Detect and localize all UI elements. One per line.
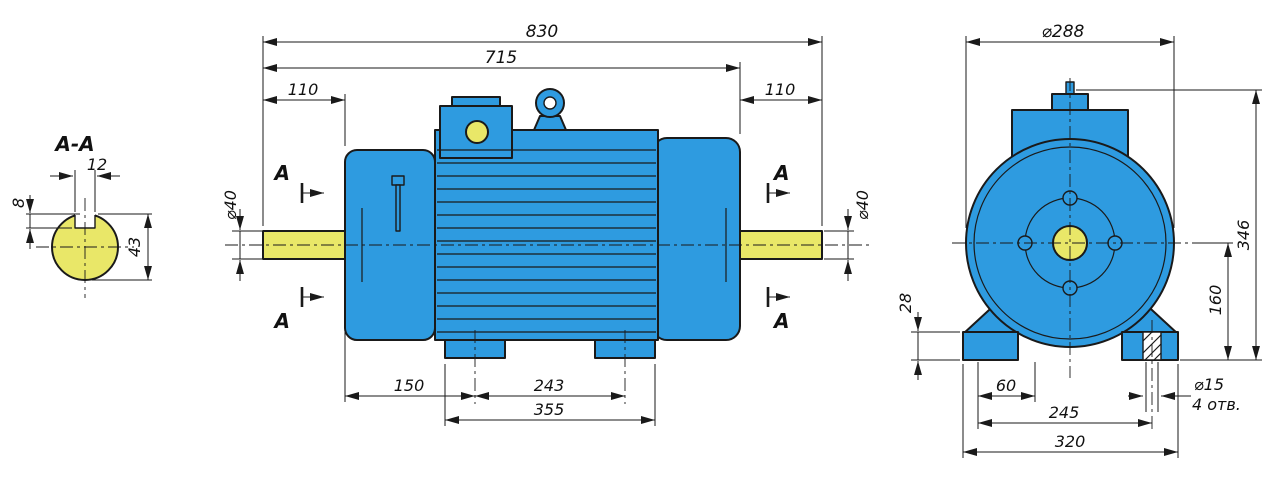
section-view-aa: A-A 12 8 43 xyxy=(9,132,152,298)
side-view: A A A A 830 715 110 110 ⌀40 ⌀40 150 243 … xyxy=(221,22,872,426)
dim-axis-height-label: 160 xyxy=(1206,285,1225,316)
cable-gland xyxy=(465,120,489,144)
dim-length-to-face-label: 715 xyxy=(485,48,517,68)
fin-housing xyxy=(434,129,659,341)
dim-key-width-label: 12 xyxy=(87,155,107,174)
eyebolt-hole xyxy=(543,96,557,110)
dim-shaft-ext-right-label: 110 xyxy=(765,80,796,99)
dim-key-depth-label: 8 xyxy=(9,198,28,208)
dim-base-width-label: 320 xyxy=(1055,432,1086,451)
keyway-cutout xyxy=(75,196,95,228)
frame-inner-rim xyxy=(973,146,1167,340)
side-centerlines xyxy=(225,244,872,404)
dim-overall-height-label: 346 xyxy=(1234,220,1253,251)
dim-overall-length-label: 830 xyxy=(526,22,558,42)
dim-shaft-dia-right-label: ⌀40 xyxy=(853,190,872,220)
dim-foot-spacing-label: 243 xyxy=(534,376,565,395)
section-marks: A A A A xyxy=(273,161,790,333)
dim-hole-spacing-label: 245 xyxy=(1049,403,1080,422)
foot-pad-left xyxy=(962,331,1019,361)
dim-face-to-foot-label: 150 xyxy=(394,376,425,395)
section-letter: A xyxy=(273,161,290,185)
front-centerlines xyxy=(952,78,1190,430)
section-extension-lines xyxy=(26,170,152,281)
right-end-shield xyxy=(652,137,741,341)
dim-frame-dia-label: ⌀288 xyxy=(1042,22,1085,42)
dim-hole-offset-label: 60 xyxy=(996,376,1016,395)
dim-holes-note-label: 4 отв. xyxy=(1192,395,1241,414)
terminal-box-lid xyxy=(451,96,501,107)
section-centerlines xyxy=(36,198,134,298)
dim-shaft-dia-left-label: ⌀40 xyxy=(221,190,240,220)
dim-hole-dia-label: ⌀15 xyxy=(1194,375,1224,394)
section-letter: A xyxy=(772,309,789,333)
ground-bolt-head xyxy=(391,175,405,186)
motor-body xyxy=(344,88,741,359)
front-body xyxy=(962,81,1179,361)
front-view: ⌀288 346 160 28 60 245 320 ⌀15 4 отв. xyxy=(896,22,1262,458)
ground-bolt-stem xyxy=(395,184,401,232)
dim-foot-overall-label: 355 xyxy=(534,400,565,419)
dim-section-height-label: 43 xyxy=(125,237,144,257)
dim-shaft-ext-left-label: 110 xyxy=(288,80,319,99)
section-letter: A xyxy=(273,309,290,333)
section-letter: A xyxy=(772,161,789,185)
eyebolt-base xyxy=(533,115,567,131)
dim-foot-height-label: 28 xyxy=(896,293,915,313)
cooling-fins xyxy=(437,149,656,333)
section-view-title: A-A xyxy=(53,132,94,156)
